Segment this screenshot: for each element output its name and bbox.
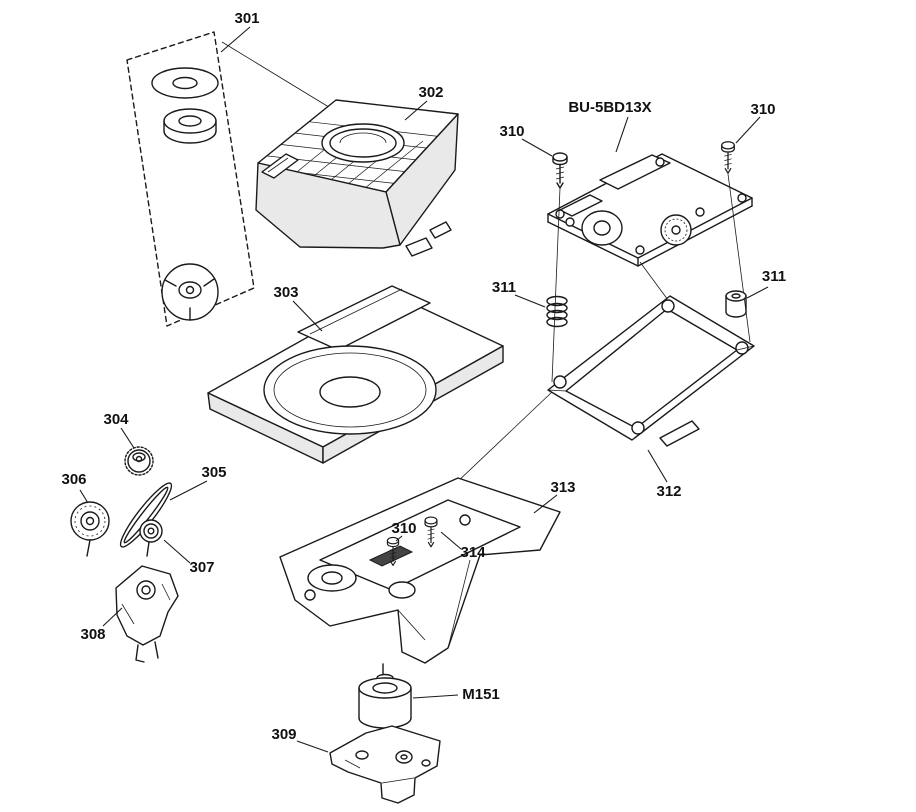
assembly-bu-5bd13x-pickup-unit [547,153,753,267]
part-306-pulley [70,501,110,557]
label-307: 307 [189,559,214,576]
part-301-clamper-assembly [126,31,255,327]
part-312-chassis-frame [547,295,755,447]
label-309: 309 [271,726,296,743]
label-311-left: 311 [492,279,516,296]
part-303-disc-tray [207,285,504,464]
part-310-screw-left [552,152,568,189]
part-labels: 301 302 BU-5BD13X 310 310 311 311 303 31… [61,10,786,743]
label-model-bu-5bd13x: BU-5BD13X [568,99,651,116]
label-303: 303 [273,284,298,301]
label-311-right: 311 [762,268,786,285]
label-310-right: 310 [750,101,775,118]
label-301: 301 [234,10,259,27]
part-308-motor-bracket [115,565,179,663]
label-312: 312 [656,483,681,500]
label-motor-m151: M151 [462,686,500,703]
leader-lines [79,26,769,753]
label-308: 308 [80,626,105,643]
label-305: 305 [201,464,226,481]
label-302: 302 [418,84,443,101]
part-302-top-cover [255,99,459,257]
label-313: 313 [550,479,575,496]
label-304: 304 [103,411,129,428]
part-309-bottom-bracket [329,725,441,804]
part-313-mechanism-chassis [279,477,561,664]
label-306: 306 [61,471,86,488]
label-314: 314 [460,544,486,561]
part-304-gear [124,446,154,476]
part-311-grommet-right [725,290,747,318]
part-310-screw-right [721,141,735,174]
part-307-pulley [139,519,163,557]
label-310-middle: 310 [391,520,416,537]
part-311-spring-left [546,295,568,328]
label-310-left: 310 [499,123,524,140]
part-m151-motor [358,663,412,729]
